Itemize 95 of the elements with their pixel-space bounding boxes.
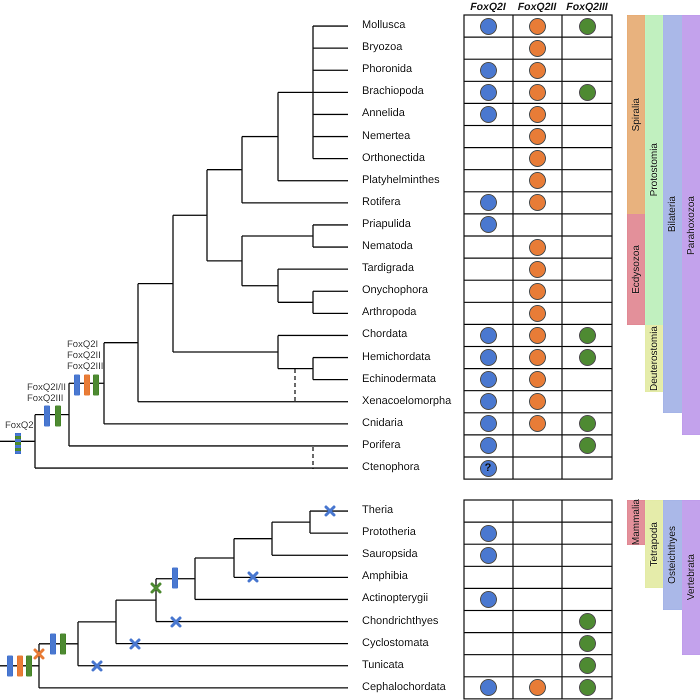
presence-dot xyxy=(578,349,596,366)
clade-band: Tetrapoda xyxy=(645,500,663,588)
presence-dot xyxy=(528,371,546,388)
taxon-name: Nemertea xyxy=(362,130,410,143)
clade-band: Bilateria xyxy=(663,15,682,413)
taxon-name: Prototheria xyxy=(362,526,416,540)
presence-dot xyxy=(528,62,546,79)
taxon-name: Nematoda xyxy=(362,240,413,254)
presence-dot xyxy=(480,349,496,366)
presence-dot xyxy=(480,524,496,542)
taxon-name: Arthropoda xyxy=(362,306,416,320)
taxon-name: Rotifera xyxy=(362,196,401,209)
presence-dot xyxy=(528,282,546,300)
taxon-name: Cyclostomata xyxy=(362,636,429,650)
presence-dot xyxy=(578,657,596,674)
taxon-name: Theria xyxy=(362,504,394,518)
gene-label: FoxQ2II xyxy=(67,350,101,361)
presence-dot xyxy=(578,84,596,101)
presence-dot xyxy=(528,106,546,123)
presence-dot xyxy=(578,437,596,454)
taxon-name: Porifera xyxy=(362,438,401,452)
presence-dot xyxy=(480,18,496,35)
presence-dot xyxy=(528,304,546,322)
presence-dot xyxy=(480,216,496,234)
presence-dot xyxy=(480,393,496,410)
clade-band: Vertebrata xyxy=(682,500,700,655)
clade-band: Deuterostomia xyxy=(645,325,663,392)
presence-dot xyxy=(578,635,596,652)
presence-dot xyxy=(480,106,496,123)
presence-dot xyxy=(578,326,596,344)
presence-dot xyxy=(578,18,596,35)
presence-dot xyxy=(528,40,546,57)
column-header: FoxQ2III xyxy=(566,1,608,13)
taxon-name: Phoronida xyxy=(362,63,412,76)
presence-dot xyxy=(480,84,496,101)
taxon-name: Cnidaria xyxy=(362,416,403,430)
presence-dot xyxy=(528,150,546,168)
presence-dot xyxy=(480,62,496,79)
taxon-name: Priapulida xyxy=(362,218,411,231)
taxon-name: Amphibia xyxy=(362,570,408,584)
presence-dot xyxy=(480,590,496,608)
gene-label: FoxQ2 xyxy=(5,420,34,431)
taxon-name: Annelida xyxy=(362,107,405,120)
clade-band: Ecdysozoa xyxy=(627,214,645,325)
taxon-name: Orthonectida xyxy=(362,152,425,165)
presence-dot xyxy=(528,393,546,410)
presence-dot xyxy=(480,415,496,432)
taxon-name: Platyhelminthes xyxy=(362,174,440,187)
taxon-name: Tunicata xyxy=(362,658,404,672)
presence-dot xyxy=(480,437,496,454)
column-header: FoxQ2II xyxy=(518,1,556,13)
taxon-name: Onychophora xyxy=(362,284,428,298)
presence-dot xyxy=(528,172,546,190)
taxon-name: Sauropsida xyxy=(362,548,418,562)
gene-label: FoxQ2III xyxy=(67,361,104,372)
gene-label: FoxQ2III xyxy=(27,393,64,404)
presence-dot xyxy=(578,415,596,432)
clade-band: Spiralia xyxy=(627,15,645,214)
taxon-name: Actinopterygii xyxy=(362,592,428,606)
gene-label: FoxQ2I xyxy=(67,339,98,350)
taxon-name: Tardigrada xyxy=(362,262,414,276)
presence-dot xyxy=(528,260,546,278)
taxon-name: Hemichordata xyxy=(362,350,430,364)
presence-dot xyxy=(528,84,546,101)
presence-dot xyxy=(528,349,546,366)
gene-label: FoxQ2I/II xyxy=(27,382,66,393)
taxon-name: Bryozoa xyxy=(362,41,402,54)
presence-dot xyxy=(528,238,546,256)
taxon-name: Chondrichthyes xyxy=(362,614,438,628)
presence-dot: ? xyxy=(480,460,496,477)
presence-dot xyxy=(528,18,546,35)
presence-dot xyxy=(480,679,496,696)
taxon-name: Cephalochordata xyxy=(362,680,446,694)
presence-dot xyxy=(528,679,546,696)
presence-dot xyxy=(480,371,496,388)
taxon-name: Brachiopoda xyxy=(362,85,424,98)
presence-dot xyxy=(578,613,596,630)
taxon-name: Mollusca xyxy=(362,19,406,32)
taxon-name: Chordata xyxy=(362,328,408,342)
clade-band: Mammalia xyxy=(627,500,645,545)
presence-dot xyxy=(528,194,546,212)
taxon-name: Ctenophora xyxy=(362,461,420,474)
presence-dot xyxy=(578,679,596,696)
presence-dot xyxy=(528,415,546,432)
column-header: FoxQ2I xyxy=(470,1,506,13)
taxon-name: Echinodermata xyxy=(362,372,436,386)
taxon-name: Xenacoelomorpha xyxy=(362,394,452,408)
presence-dot xyxy=(480,326,496,344)
presence-dot xyxy=(480,546,496,564)
presence-dot xyxy=(528,326,546,344)
clade-band: Parahoxozoa xyxy=(682,15,700,435)
clade-band: Protostomia xyxy=(645,15,663,325)
presence-dot xyxy=(528,128,546,146)
clade-band: Osteichthyes xyxy=(663,500,682,610)
presence-dot xyxy=(480,194,496,212)
